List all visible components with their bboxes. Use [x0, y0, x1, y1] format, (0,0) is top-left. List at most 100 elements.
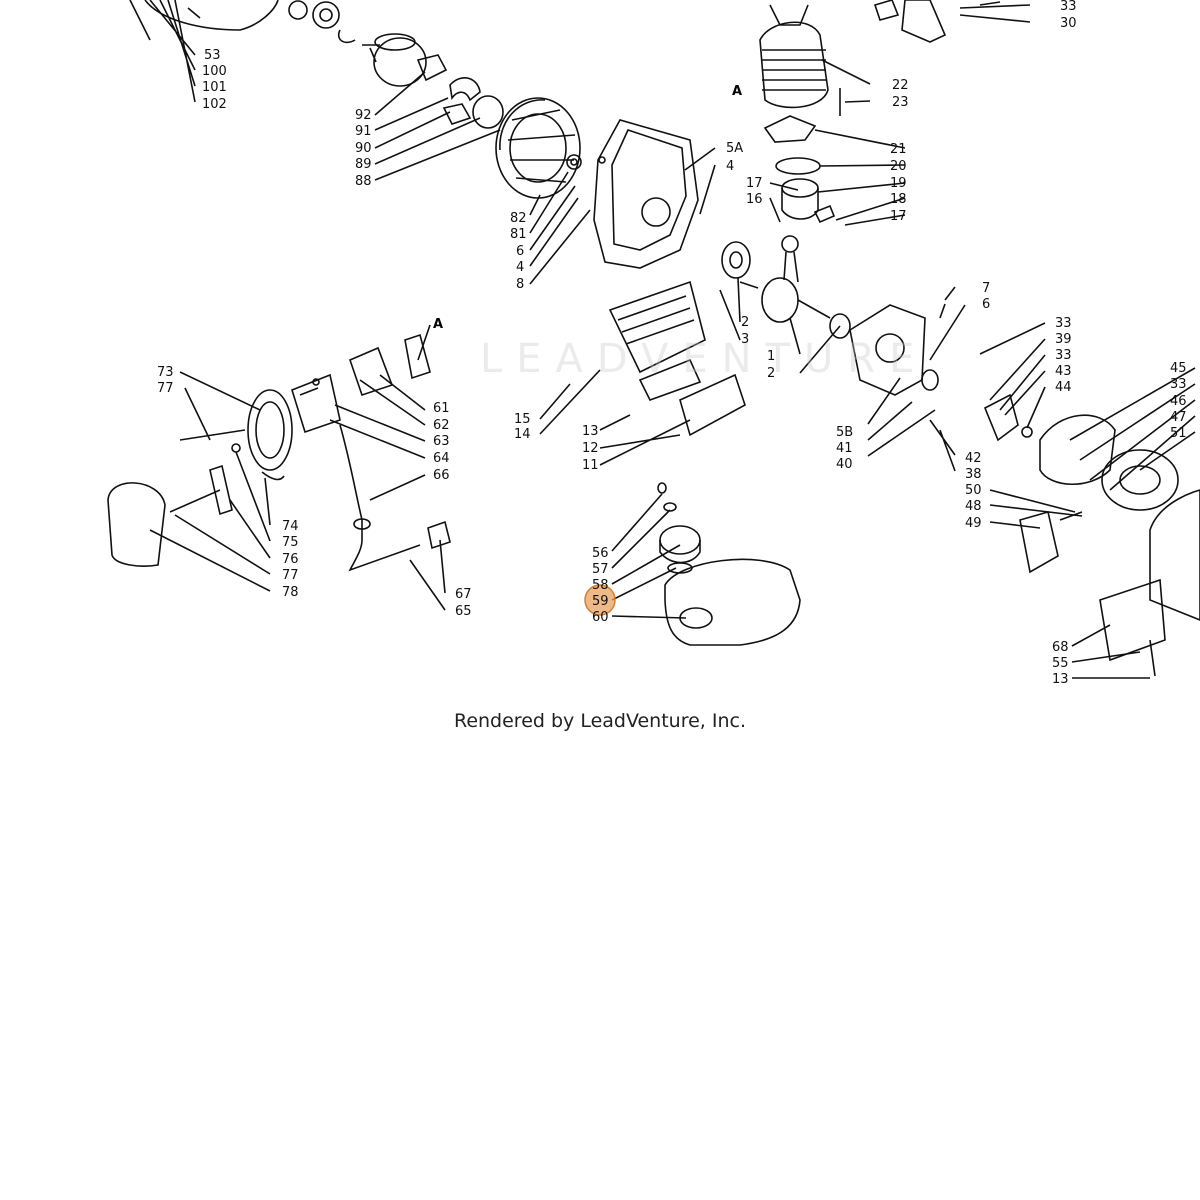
- callout-48[interactable]: 48: [965, 499, 982, 514]
- callout-13-right[interactable]: 13: [1052, 672, 1069, 687]
- callout-81[interactable]: 81: [510, 227, 527, 242]
- callout-46[interactable]: 46: [1170, 394, 1187, 409]
- callout-22[interactable]: 22: [892, 78, 909, 93]
- callout-2-lower[interactable]: 2: [767, 366, 775, 381]
- callout-18[interactable]: 18: [890, 192, 907, 207]
- callout-68[interactable]: 68: [1052, 640, 1069, 655]
- callout-16[interactable]: 16: [746, 192, 763, 207]
- section-marker-a-left: A: [433, 317, 443, 332]
- callout-1[interactable]: 1: [767, 349, 775, 364]
- callout-20[interactable]: 20: [890, 159, 907, 174]
- filter-element: [261, 471, 285, 481]
- bearing-left: [721, 241, 751, 279]
- carburetor: [291, 373, 341, 434]
- callout-5a[interactable]: 5A: [726, 141, 743, 156]
- seal-right: [921, 369, 939, 391]
- callout-100[interactable]: 100: [202, 64, 227, 79]
- callout-56[interactable]: 56: [592, 546, 609, 561]
- callout-73[interactable]: 73: [157, 365, 174, 380]
- pawl-43: [983, 393, 1019, 442]
- piston: [781, 178, 819, 220]
- callout-44[interactable]: 44: [1055, 380, 1072, 395]
- callout-65[interactable]: 65: [455, 604, 472, 619]
- callout-21[interactable]: 21: [890, 142, 907, 157]
- callout-58[interactable]: 58: [592, 578, 609, 593]
- callout-63[interactable]: 63: [433, 434, 450, 449]
- callout-33-a[interactable]: 33: [1055, 316, 1072, 331]
- callout-4-right[interactable]: 4: [726, 159, 734, 174]
- callout-78[interactable]: 78: [282, 585, 299, 600]
- callout-30[interactable]: 30: [1060, 16, 1077, 31]
- callout-11[interactable]: 11: [582, 458, 599, 473]
- callout-13[interactable]: 13: [582, 424, 599, 439]
- callout-43[interactable]: 43: [1055, 364, 1072, 379]
- callout-40[interactable]: 40: [836, 457, 853, 472]
- callout-51[interactable]: 51: [1170, 426, 1187, 441]
- carb-gasket-61: [404, 333, 431, 380]
- callout-89[interactable]: 89: [355, 157, 372, 172]
- flywheel: [495, 97, 582, 199]
- callout-66[interactable]: 66: [433, 468, 450, 483]
- callout-14[interactable]: 14: [514, 427, 531, 442]
- callout-75[interactable]: 75: [282, 535, 299, 550]
- callout-62[interactable]: 62: [433, 418, 450, 433]
- callout-77-lower[interactable]: 77: [282, 568, 299, 583]
- clutch-shoe: [416, 54, 504, 129]
- callout-57[interactable]: 57: [592, 562, 609, 577]
- callout-53[interactable]: 53: [204, 48, 221, 63]
- fuel-line: [339, 424, 421, 572]
- callout-highlight[interactable]: [584, 584, 616, 616]
- callout-74[interactable]: 74: [282, 519, 299, 534]
- callout-5b[interactable]: 5B: [836, 425, 853, 440]
- callout-8[interactable]: 8: [516, 277, 524, 292]
- callout-47[interactable]: 47: [1170, 410, 1187, 425]
- callout-102[interactable]: 102: [202, 97, 227, 112]
- callout-90[interactable]: 90: [355, 141, 372, 156]
- callout-15[interactable]: 15: [514, 412, 531, 427]
- callout-6[interactable]: 6: [516, 244, 524, 259]
- callout-38[interactable]: 38: [965, 467, 982, 482]
- callout-12[interactable]: 12: [582, 441, 599, 456]
- callout-45[interactable]: 45: [1170, 361, 1187, 376]
- callout-77-upper[interactable]: 77: [157, 381, 174, 396]
- callout-33-c[interactable]: 33: [1170, 377, 1187, 392]
- callout-82[interactable]: 82: [510, 211, 527, 226]
- callout-88[interactable]: 88: [355, 174, 372, 189]
- callout-4[interactable]: 4: [516, 260, 524, 275]
- callout-19[interactable]: 19: [890, 176, 907, 191]
- fuel-cap: [659, 525, 701, 564]
- callout-60[interactable]: 60: [592, 610, 609, 625]
- starter-housing: [1039, 414, 1200, 621]
- callout-39[interactable]: 39: [1055, 332, 1072, 347]
- callout-101[interactable]: 101: [202, 80, 227, 95]
- choke-lever: [209, 464, 233, 516]
- drive-shaft-housing: [1099, 578, 1166, 662]
- callout-7[interactable]: 7: [982, 281, 990, 296]
- callout-91[interactable]: 91: [355, 124, 372, 139]
- callout-33-b[interactable]: 33: [1055, 348, 1072, 363]
- callout-2-upper[interactable]: 2: [741, 315, 749, 330]
- callout-92[interactable]: 92: [355, 108, 372, 123]
- callout-3[interactable]: 3: [741, 332, 749, 347]
- watermark: LEADVENTURE: [480, 336, 928, 382]
- callout-42[interactable]: 42: [965, 451, 982, 466]
- callout-55[interactable]: 55: [1052, 656, 1069, 671]
- callout-33-top[interactable]: 33: [1060, 0, 1077, 14]
- cylinder: [759, 4, 829, 109]
- callout-61[interactable]: 61: [433, 401, 450, 416]
- callout-17-left[interactable]: 17: [746, 176, 763, 191]
- cylinder-gasket: [763, 115, 817, 143]
- callout-67[interactable]: 67: [455, 587, 472, 602]
- callout-64[interactable]: 64: [433, 451, 450, 466]
- callout-76[interactable]: 76: [282, 552, 299, 567]
- callout-17-right[interactable]: 17: [890, 209, 907, 224]
- callout-41[interactable]: 41: [836, 441, 853, 456]
- callout-50[interactable]: 50: [965, 483, 982, 498]
- callout-59[interactable]: 59: [592, 594, 609, 609]
- callout-49[interactable]: 49: [965, 516, 982, 531]
- wrist-pin: [813, 204, 836, 224]
- crankshaft: [739, 235, 851, 339]
- callout-23[interactable]: 23: [892, 95, 909, 110]
- render-credit: Rendered by LeadVenture, Inc.: [453, 710, 747, 732]
- callout-6-right[interactable]: 6: [982, 297, 990, 312]
